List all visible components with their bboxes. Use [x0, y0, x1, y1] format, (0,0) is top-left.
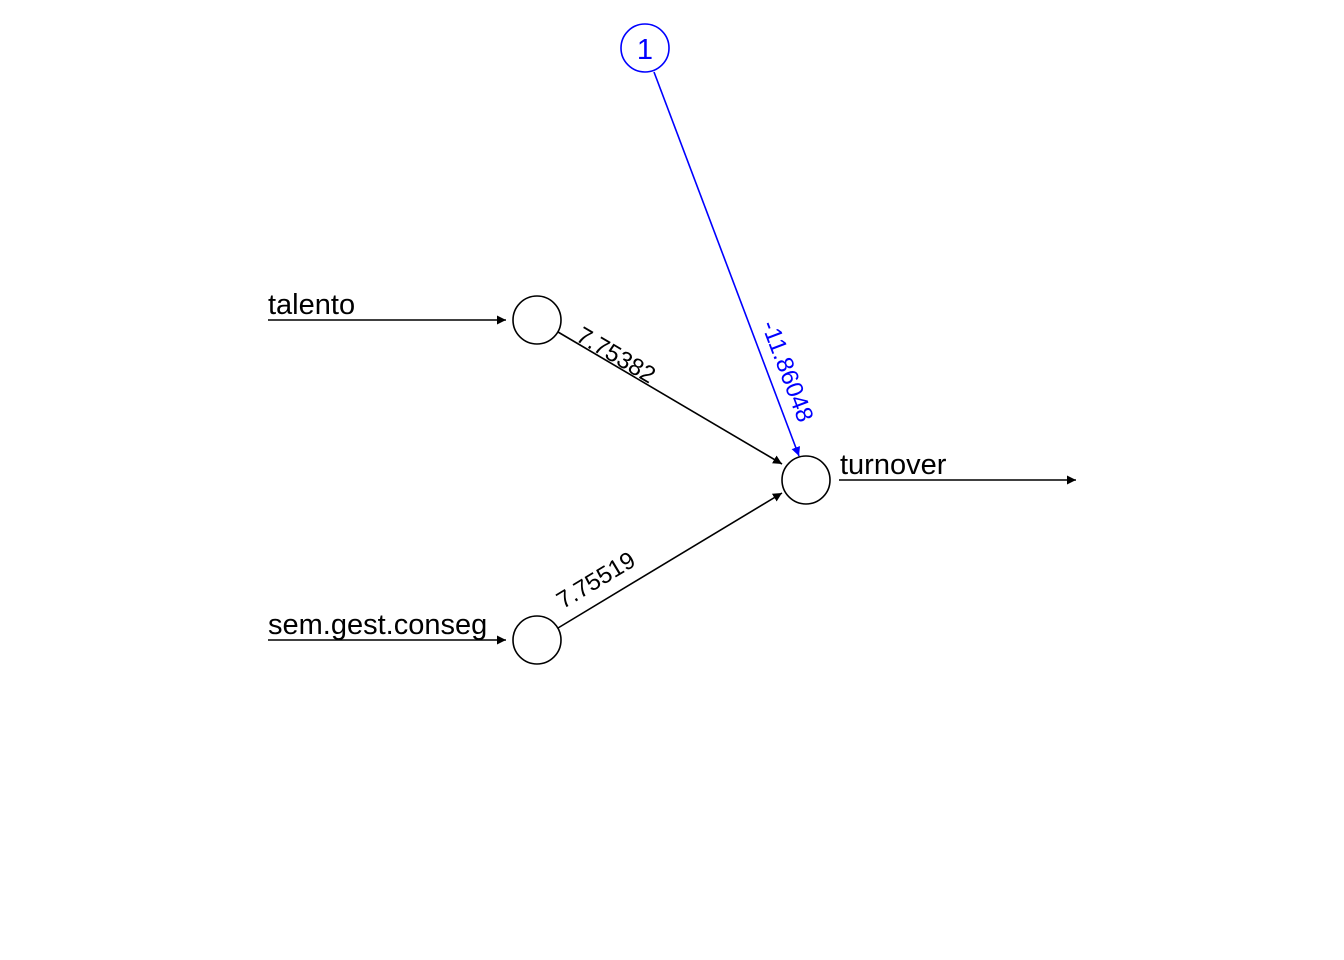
output-node-turnover — [781, 455, 831, 505]
edge-talento-to-turnover — [557, 331, 783, 465]
edge-sem-gest-conseg-to-turnover — [557, 492, 783, 629]
input-label-sem-gest-conseg: sem.gest.conseg — [268, 609, 487, 641]
input-node-talento — [512, 295, 562, 345]
bias-node-label: 1 — [637, 34, 653, 66]
input-label-talento: talento — [268, 289, 355, 321]
edge-bias-to-turnover — [653, 71, 801, 457]
bias-node — [620, 23, 670, 73]
weight-label-bias: -11.86048 — [756, 317, 819, 426]
output-label-turnover: turnover — [840, 449, 947, 481]
weight-label-talento: 7.75382 — [572, 322, 660, 389]
input-node-sem-gest-conseg — [512, 615, 562, 665]
